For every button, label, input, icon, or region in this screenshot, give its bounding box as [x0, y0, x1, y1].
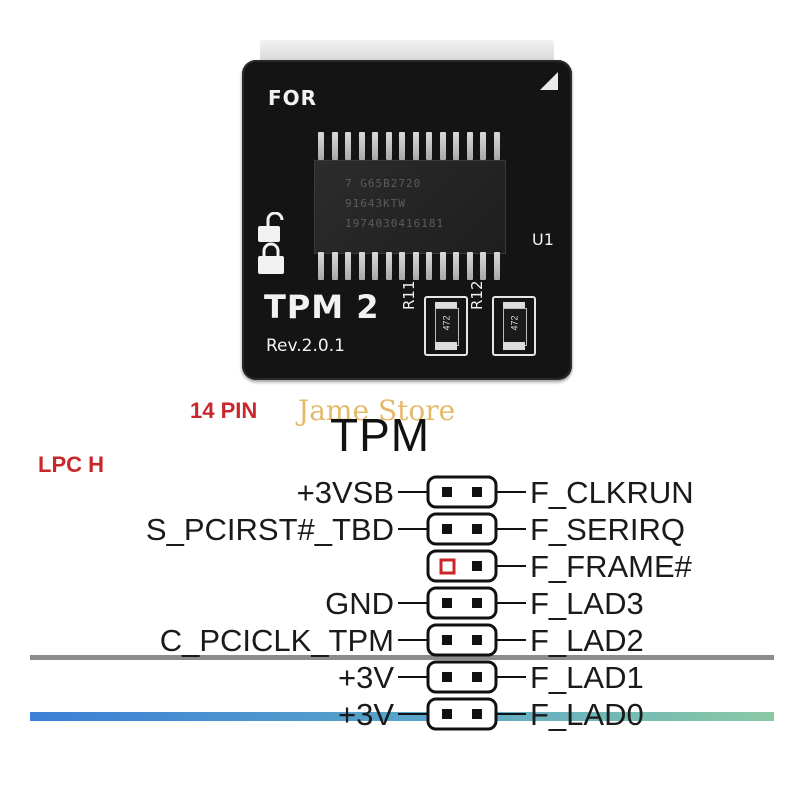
chip-marking-line: 1974030416181: [345, 217, 445, 230]
chip-pin: [480, 252, 487, 280]
pin-right-signal-label: F_LAD1: [530, 660, 644, 695]
tpm-chip: 7 G65B2720 91643KTW 1974030416181: [304, 132, 514, 282]
chip-pin: [318, 132, 324, 160]
tpm-module-photo: FOR 7 G65B2720 91643KTW 1974030416181 U1…: [242, 40, 572, 380]
chip-pin: [372, 132, 379, 160]
chip-pin: [331, 132, 338, 160]
header-cell: [426, 586, 498, 620]
resistor-body: 472: [503, 308, 527, 346]
lpc-header-label: LPC H: [38, 452, 104, 477]
pin-left-signal-label: +3V: [338, 660, 394, 695]
chip-pins-bottom: [318, 252, 500, 280]
u1-label: U1: [532, 230, 554, 249]
board-model-label: TPM 2: [264, 288, 380, 326]
chip-pin: [412, 132, 419, 160]
chip-pin: [466, 132, 473, 160]
chip-pin: [439, 252, 446, 280]
header-pin: [442, 487, 452, 497]
header-pin: [442, 598, 452, 608]
chip-pin: [453, 132, 460, 160]
lock-unlock-icon: [258, 212, 284, 274]
chip-pin: [493, 252, 500, 280]
tpm-board: FOR 7 G65B2720 91643KTW 1974030416181 U1…: [242, 60, 572, 380]
chip-pin: [399, 252, 406, 280]
resistor-cap: [435, 302, 457, 310]
pin-right-signal-label: F_LAD3: [530, 586, 644, 621]
pin-left-signal-label: GND: [325, 586, 394, 621]
chip-pin: [439, 132, 446, 160]
key-pin-marker: [439, 558, 456, 575]
resistor-r12: 472: [492, 296, 536, 356]
header-pin: [472, 598, 482, 608]
resistor-cap: [435, 342, 457, 350]
chip-pin: [426, 252, 433, 280]
divider-gradient: [30, 712, 774, 721]
pin-left-signal-label: +3VSB: [297, 475, 394, 510]
divider-gray: [30, 655, 774, 660]
resistor-r11: 472: [424, 296, 468, 356]
chip-pin: [372, 252, 379, 280]
pin-right-signal-label: F_LAD2: [530, 623, 644, 658]
header-pin: [472, 709, 482, 719]
store-watermark: Jame Store: [298, 394, 456, 427]
chip-pin: [345, 132, 352, 160]
header-pin: [442, 709, 452, 719]
chip-pin: [480, 132, 487, 160]
header-pin: [472, 487, 482, 497]
chip-pin: [385, 252, 392, 280]
header-pin: [472, 672, 482, 682]
header-pin: [472, 524, 482, 534]
chip-pin: [358, 132, 365, 160]
header-cell: [426, 623, 498, 657]
chip-pin: [466, 252, 473, 280]
chip-pin: [426, 132, 433, 160]
pin-left-signal-label: C_PCICLK_TPM: [160, 623, 394, 658]
header-pin: [472, 635, 482, 645]
pin-right-signal-label: F_FRAME#: [530, 549, 693, 584]
header-pin: [442, 672, 452, 682]
resistor-cap: [503, 302, 525, 310]
chip-pin: [358, 252, 365, 280]
chip-pin: [385, 132, 392, 160]
header-cell: [426, 475, 498, 509]
board-revision-label: Rev.2.0.1: [266, 336, 345, 356]
pin-count-label: 14 PIN: [190, 398, 258, 423]
resistor-cap: [503, 342, 525, 350]
chip-pin: [453, 252, 460, 280]
chip-pins-top: [318, 132, 500, 160]
header-cell: [426, 660, 498, 694]
chip-pin: [331, 252, 338, 280]
header-pin: [442, 524, 452, 534]
chip-marking-line: 7 G65B2720: [345, 177, 422, 190]
header-cell: [426, 512, 498, 546]
board-for-label: FOR: [268, 86, 318, 110]
diagram-title: TPM: [330, 409, 431, 461]
pin-left-signal-label: S_PCIRST#_TBD: [146, 512, 394, 547]
header-cell: [426, 549, 498, 583]
chip-pin: [345, 252, 352, 280]
chip-marking-line: 91643KTW: [345, 197, 406, 210]
pin-right-signal-label: F_SERIRQ: [530, 512, 685, 547]
pin-right-signal-label: F_LAD0: [530, 697, 644, 732]
chip-pin: [399, 132, 406, 160]
header-cell: [426, 697, 498, 731]
chip-body: 7 G65B2720 91643KTW 1974030416181: [314, 160, 506, 254]
header-pin: [442, 635, 452, 645]
chip-pin: [318, 252, 324, 280]
chip-pin: [412, 252, 419, 280]
pin-right-signal-label: F_CLKRUN: [530, 475, 694, 510]
pin-left-signal-label: +3V: [338, 697, 394, 732]
header-pin: [472, 561, 482, 571]
chip-pin: [493, 132, 500, 160]
